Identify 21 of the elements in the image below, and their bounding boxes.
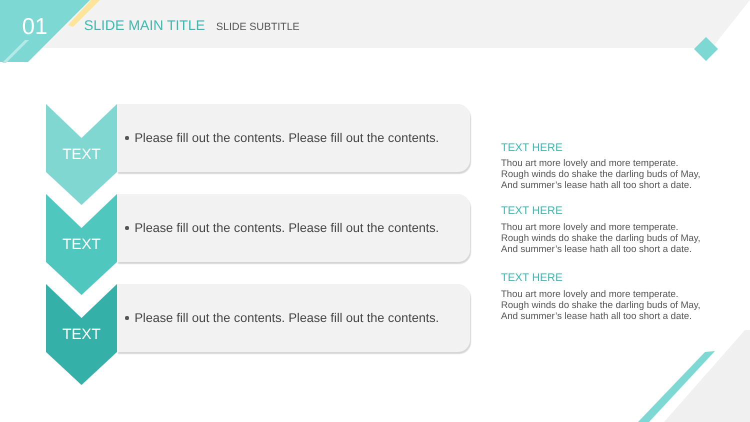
content-box xyxy=(117,104,470,172)
section-heading: TEXT HERE xyxy=(501,205,563,218)
step-label: TEXT xyxy=(61,236,102,253)
bullet-text: Please fill out the contents. Please fill out the contents. xyxy=(134,130,440,146)
body-text: Thou art more lovely and more temperate. Rough winds do shake the darling buds of May, And summer’s lease hath all too short a date. xyxy=(501,289,702,322)
chevron-tab xyxy=(46,284,117,385)
slide-title: SLIDE MAIN TITLE xyxy=(84,17,206,34)
section-heading: TEXT HERE xyxy=(501,142,563,155)
chevron-tab xyxy=(46,194,117,295)
slide-number: 01 xyxy=(22,13,48,39)
body-text: Thou art more lovely and more temperate. Rough winds do shake the darling buds of May, And summer’s lease hath all too short a date. xyxy=(501,222,702,255)
content-box xyxy=(117,284,470,352)
content-box xyxy=(117,194,470,262)
slide-subtitle: SLIDE SUBTITLE xyxy=(216,20,300,34)
chevron-tab xyxy=(46,104,117,205)
body-text: Thou art more lovely and more temperate. Rough winds do shake the darling buds of May, And summer’s lease hath all too short a date. xyxy=(501,158,702,191)
bullet-text: Please fill out the contents. Please fill out the contents. xyxy=(134,310,440,326)
section-heading: TEXT HERE xyxy=(501,272,563,285)
step-label: TEXT xyxy=(61,326,102,343)
step-label: TEXT xyxy=(61,146,102,163)
bullet-text: Please fill out the contents. Please fill out the contents. xyxy=(134,220,440,236)
